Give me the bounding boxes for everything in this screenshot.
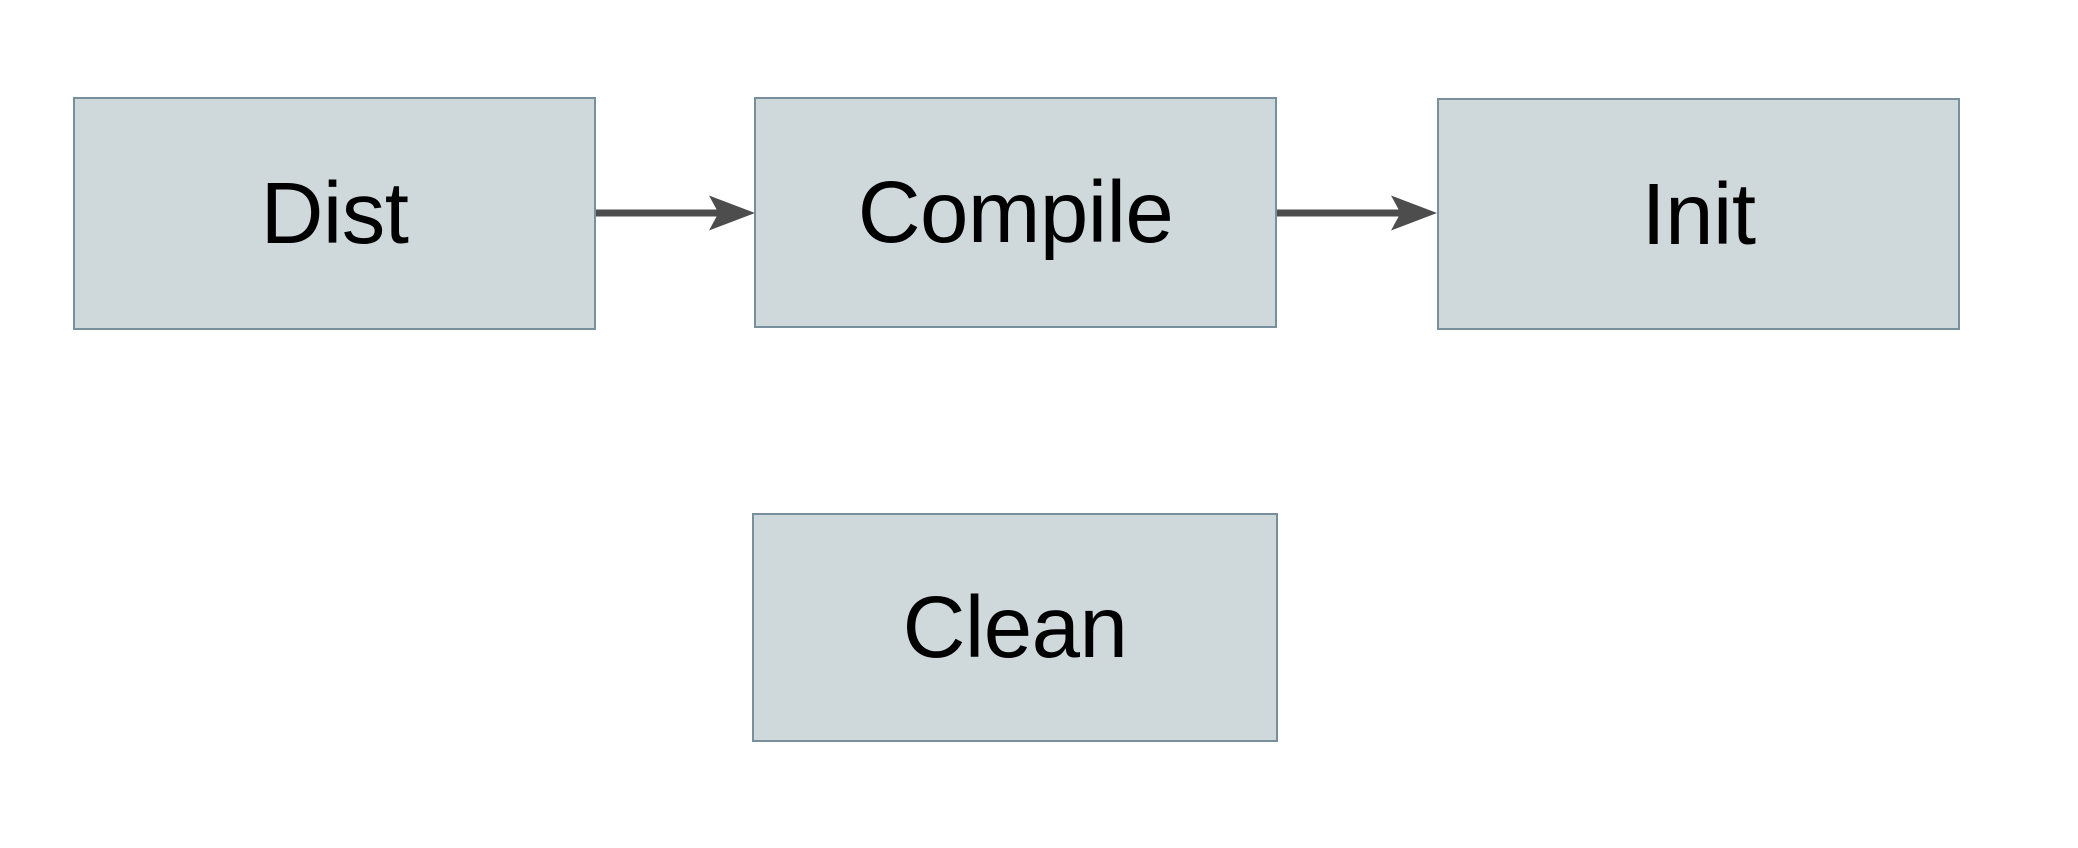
node-compile[interactable]: Compile	[754, 97, 1277, 328]
arrowhead-icon	[709, 195, 755, 231]
node-clean-label: Clean	[902, 579, 1128, 676]
node-clean[interactable]: Clean	[752, 513, 1278, 742]
arrowhead-icon	[1391, 195, 1437, 231]
node-dist-label: Dist	[260, 165, 409, 262]
node-compile-label: Compile	[857, 164, 1174, 261]
node-init-label: Init	[1641, 165, 1756, 263]
node-dist[interactable]: Dist	[73, 97, 596, 330]
edge-dist-to-compile[interactable]	[596, 195, 755, 231]
node-init[interactable]: Init	[1437, 98, 1960, 330]
edge-compile-to-init[interactable]	[1277, 195, 1437, 231]
